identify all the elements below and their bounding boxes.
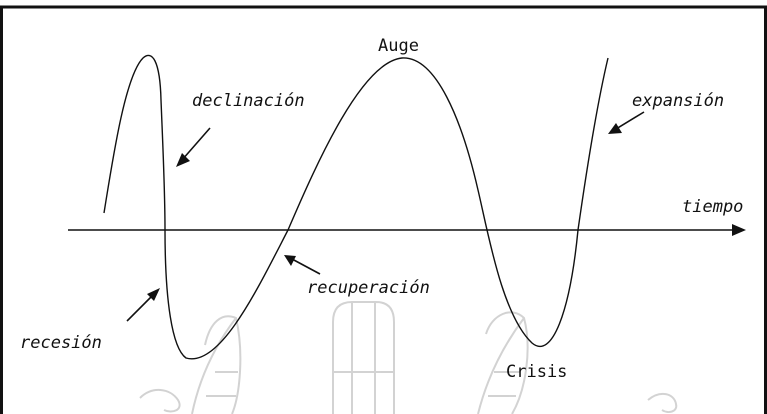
watermark	[139, 301, 678, 414]
watermark-left-swirl	[139, 389, 181, 413]
watermark-right-shape	[477, 311, 529, 414]
arrow-recession	[126, 288, 160, 322]
label-recovery: recuperación	[307, 278, 430, 298]
label-expansion: expansión	[632, 91, 724, 111]
label-decline: declinación	[192, 91, 305, 111]
label-peak: Auge	[378, 36, 419, 56]
arrow-expansion	[608, 111, 645, 134]
watermark-left-shape	[191, 315, 242, 414]
watermark-right-swirl	[647, 392, 678, 413]
time-axis-arrowhead	[732, 224, 746, 236]
cycle-curve	[103, 54, 609, 360]
arrow-decline	[176, 127, 211, 167]
arrow-recovery	[284, 255, 321, 275]
figure-frame	[0, 5, 767, 414]
watermark-center-shape	[332, 301, 395, 414]
label-arrows	[126, 111, 645, 322]
label-recession: recesión	[20, 333, 102, 353]
label-crisis: Crisis	[506, 362, 567, 382]
label-time: tiempo	[682, 197, 743, 217]
